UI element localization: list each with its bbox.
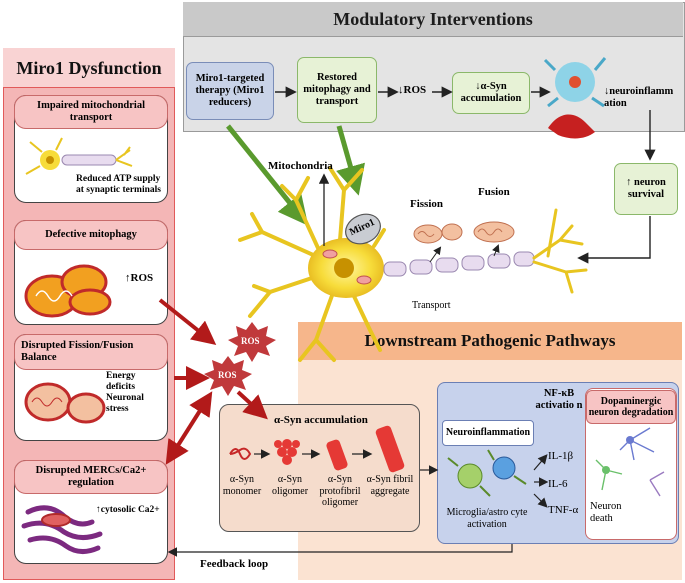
fission-fusion-icons: [413, 221, 515, 263]
microglia-icon: [447, 449, 527, 497]
downstream-title: Downstream Pathogenic Pathways: [298, 322, 682, 360]
card-mercs-note: ↑cytosolic Ca2+: [96, 505, 160, 515]
mod-step-neuroinflammation: ↓neuroinflamm ation: [604, 86, 674, 110]
card-mercs-title-text: Disrupted MERCs/Ca2+ regulation: [35, 464, 147, 488]
syn-monomer-icon: [229, 447, 252, 460]
card-mitophagy-icon: [24, 264, 112, 318]
ros-label-1: ROS: [241, 336, 260, 346]
syn-protofibril-icon: [326, 439, 348, 471]
neuron-death-label: Neuron death: [590, 501, 622, 525]
card-fission-icon: [24, 382, 106, 424]
mod-step-restored: Restored mitophagy and transport: [297, 57, 377, 123]
mod-step-syn: ↓α-Syn accumulation: [452, 72, 530, 114]
ros-burst-1: [228, 322, 276, 362]
mitochondria-label: Mitochondria: [268, 160, 333, 172]
syn-title: α-Syn accumulation: [274, 414, 368, 426]
fission-label: Fission: [410, 198, 444, 210]
cytokine-il1b: IL-1β: [548, 450, 574, 462]
syn-fibril-icon: [375, 425, 405, 473]
green-arrows: [226, 124, 365, 226]
fusion-label: Fusion: [478, 186, 510, 198]
mod-step-ros: ↓ROS: [398, 84, 427, 96]
card-mercs-er-icon: [21, 505, 103, 554]
cytokine-il6: IL-6: [548, 478, 568, 490]
syn-accumulation-box: [219, 404, 420, 532]
feedback-loop-label: Feedback loop: [200, 558, 269, 570]
neuroinflammation-label: Neuroinflammation: [442, 420, 534, 446]
syn-stage-protofibril: α-Syn protofibril oligomer: [319, 474, 361, 508]
card-fission-fusion-note: Energy deficits Neuronal stress: [106, 371, 144, 414]
modulatory-arrows: [275, 86, 656, 264]
nfkb-label: NF-κB activatio n: [535, 388, 583, 412]
card-transport-neuron-icon: [25, 137, 133, 175]
card-transport-note: Reduced ATP supply at synaptic terminals: [76, 174, 161, 195]
card-mitophagy-note: ↑ROS: [125, 272, 154, 284]
red-arrows: [158, 298, 268, 465]
dopaminergic-title: Dopaminergic neuron degradation: [586, 390, 676, 424]
syn-stage-fibril: α-Syn fibril aggregate: [366, 474, 414, 497]
feedback-loop-arrow: [167, 544, 513, 557]
card-transport-title: Impaired mitochondrial transport: [14, 95, 168, 129]
card-fission-fusion-title: Disrupted Fission/Fusion Balance: [14, 334, 168, 370]
syn-stage-oligomer: α-Syn oligomer: [271, 474, 309, 497]
neuron-illustration: [238, 166, 588, 362]
cytokine-tnfa: TNF-α: [548, 504, 579, 516]
card-mitophagy-title: Defective mitophagy: [14, 220, 168, 250]
modulatory-title: Modulatory Interventions: [183, 2, 683, 37]
dopaminergic-neuron-icon: [595, 427, 665, 497]
dysfunction-title: Miro1 Dysfunction: [3, 48, 175, 88]
transport-label: Transport: [412, 300, 451, 311]
syn-stage-monomer: α-Syn monomer: [222, 474, 262, 497]
ros-label-2: ROS: [218, 370, 237, 380]
syn-oligomer-icon: [274, 439, 300, 465]
mod-step-therapy: Miro1-targeted therapy (Miro1 reducers): [186, 62, 274, 120]
card-mercs-title: Disrupted MERCs/Ca2+ regulation: [14, 460, 168, 494]
microglia-label: Microglia/astro cyte activation: [446, 507, 528, 530]
ros-burst-2: [204, 356, 252, 396]
mod-step-survival: ↑ neuron survival: [614, 163, 678, 215]
cytokine-arrows: [533, 454, 549, 508]
syn-arrows: [254, 449, 439, 475]
vessel-icon: [543, 57, 607, 139]
